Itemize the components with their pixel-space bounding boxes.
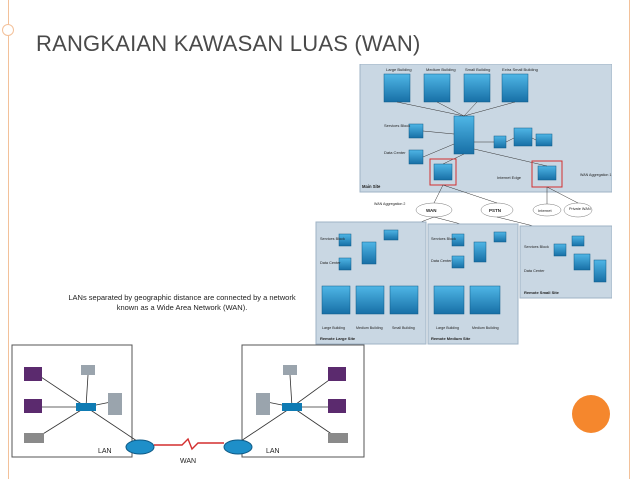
wan-router-main (433, 163, 453, 181)
ip-phone-icon (328, 433, 348, 443)
remote-medium-site-label: Remote Medium Site (431, 336, 471, 341)
router-icon (223, 439, 253, 455)
main-building-switch-stack (463, 73, 491, 103)
server-icon (256, 393, 270, 415)
wan-label: WAN (180, 458, 196, 465)
main-core-switch (453, 115, 475, 155)
main-building-switch-stack (383, 73, 411, 103)
data-center-label: Data Center (384, 150, 406, 155)
slide-decor-dot (2, 24, 14, 36)
remote-large-building-label: Small Building (392, 326, 415, 330)
enterprise-network-diagram: Large Building Medium Building Small Bui… (315, 64, 612, 345)
private-wan-label: Private WAN (569, 207, 591, 211)
edge-device (535, 133, 553, 147)
main-building-switch-stack (423, 73, 451, 103)
main-building-switch-stack (501, 73, 529, 103)
edge-switch (493, 135, 507, 149)
switch-icon (282, 403, 302, 411)
accent-circle (572, 395, 610, 433)
caption-line-2: known as a Wide Area Network (WAN). (116, 303, 248, 312)
services-block-icon (408, 123, 424, 139)
edge-firewall (513, 127, 533, 147)
ip-phone-icon (24, 433, 44, 443)
remote-large-datacenter-label: Data Center (320, 261, 341, 265)
switch-icon (76, 403, 96, 411)
main-site-label: Main Site (362, 184, 381, 189)
printer-icon (283, 365, 297, 375)
remote-small-site-label: Remote Small Site (524, 290, 560, 295)
lan-wan-diagram: LAN WAN LAN (11, 344, 365, 465)
wan-cloud-label: WAN (426, 208, 437, 213)
pstn-cloud-label: PSTN (489, 208, 501, 213)
server-icon (108, 393, 122, 415)
main-building-label: Medium Building (426, 67, 456, 72)
remote-medium-building-label: Large Building (436, 326, 459, 330)
router-icon (125, 439, 155, 455)
main-building-label: Large Building (386, 67, 412, 72)
lan-right-label: LAN (266, 448, 280, 455)
remote-large-building-label: Large Building (322, 326, 345, 330)
remote-small-services-label: Services Block (524, 245, 549, 249)
pc-icon (24, 399, 42, 413)
wan-aggregation-1-label: WAN Aggregation 1 (580, 173, 611, 177)
remote-large-building-label: Medium Building (356, 326, 383, 330)
data-center-icon (408, 149, 424, 165)
printer-icon (81, 365, 95, 375)
wan-router-aggregation (537, 165, 557, 181)
remote-medium-site-panel (427, 223, 519, 345)
pc-icon (328, 399, 346, 413)
pc-icon (24, 367, 42, 381)
slide-right-border (629, 0, 630, 479)
main-building-label: Extra Small Building (502, 67, 538, 72)
remote-medium-datacenter-label: Data Center (431, 259, 452, 263)
wan-caption: LANs separated by geographic distance ar… (52, 293, 312, 313)
pc-icon (328, 367, 346, 381)
lan-left-label: LAN (98, 448, 112, 455)
wan-aggregation-2-label: WAN Aggregation 2 (374, 202, 405, 206)
slide-left-border (8, 0, 9, 479)
services-block-label: Services Block (384, 123, 410, 128)
wan-link (154, 437, 224, 451)
remote-large-site-label: Remote Large Site (320, 336, 356, 341)
main-building-label: Small Building (465, 67, 490, 72)
remote-small-datacenter-label: Data Center (524, 269, 545, 273)
caption-line-1: LANs separated by geographic distance ar… (68, 293, 296, 302)
internet-cloud-label: Internet (538, 208, 552, 213)
internet-edge-label: Internet Edge (497, 175, 522, 180)
remote-large-services-label: Services Block (320, 237, 345, 241)
slide-title: RANGKAIAN KAWASAN LUAS (WAN) (36, 31, 421, 56)
remote-medium-building-label: Medium Building (472, 326, 499, 330)
remote-medium-services-label: Services Block (431, 237, 456, 241)
